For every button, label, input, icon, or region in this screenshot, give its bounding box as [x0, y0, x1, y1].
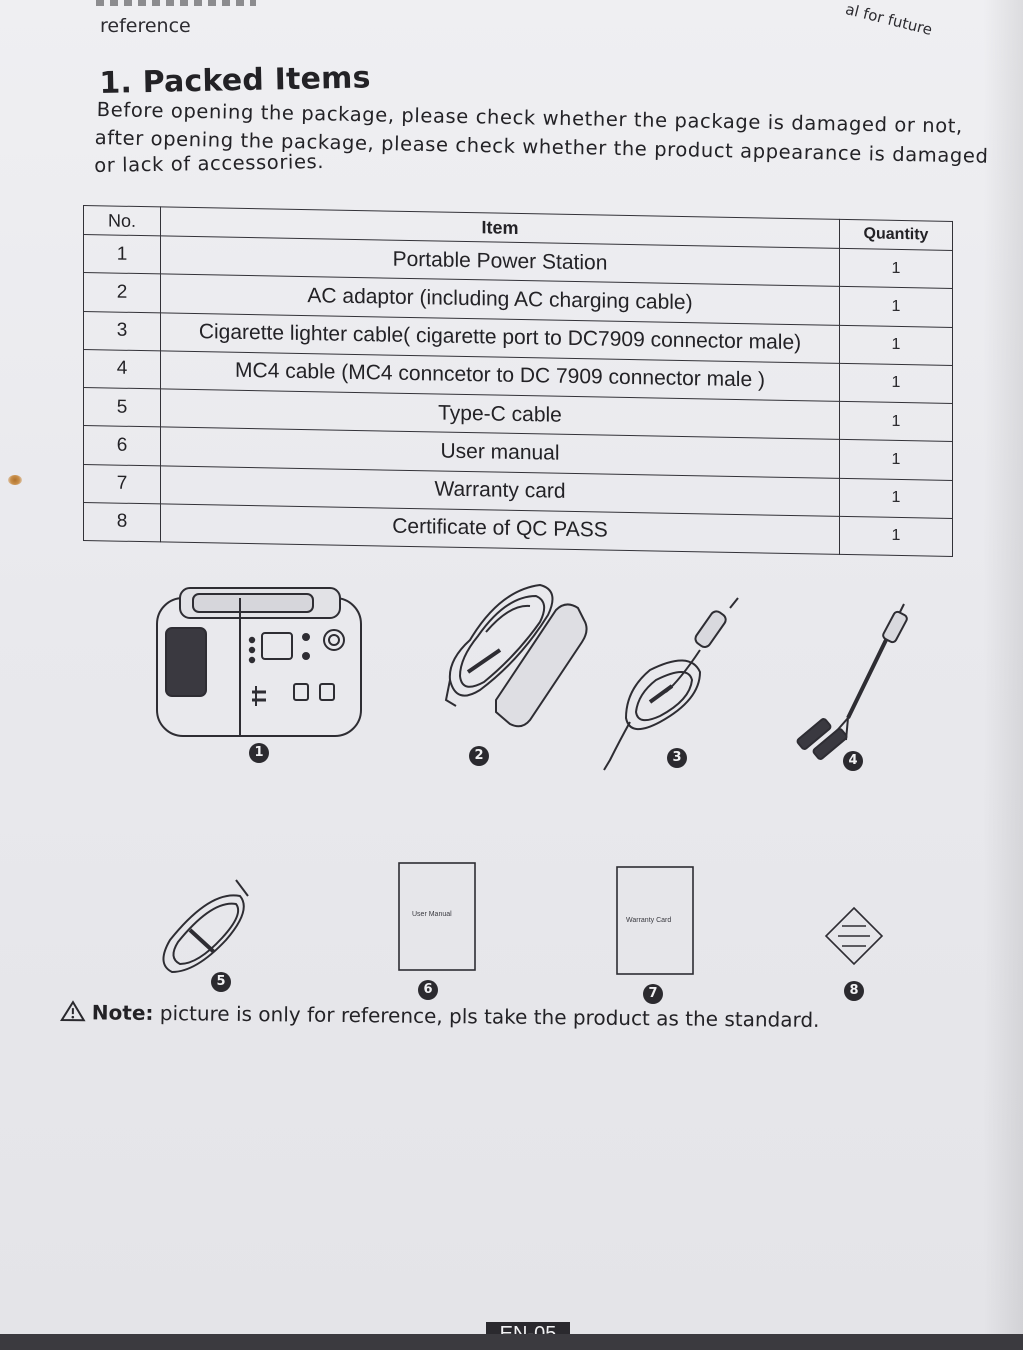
page-stain — [8, 475, 22, 485]
power-station-icon — [156, 587, 362, 737]
header-quantity: Quantity — [839, 219, 953, 251]
row-quantity: 1 — [839, 477, 953, 519]
figure-badge-6: 6 — [418, 980, 438, 1000]
cigarette-cable-icon — [603, 597, 739, 771]
figure-badge-3: 3 — [667, 748, 687, 768]
intro-line-3: or lack of accessories. — [94, 149, 325, 177]
type-c-cable-icon — [162, 879, 249, 974]
header-reference: reference — [100, 15, 191, 37]
corner-text: al for future — [843, 0, 935, 39]
row-no: 8 — [83, 502, 161, 542]
figure-badge-5: 5 — [211, 972, 231, 992]
row-quantity: 1 — [839, 286, 953, 327]
row-no: 2 — [83, 272, 161, 313]
row-no: 4 — [83, 349, 161, 389]
page-bottom-edge — [0, 1334, 1023, 1350]
row-quantity: 1 — [839, 516, 953, 557]
row-no: 5 — [83, 387, 161, 428]
warranty-card-label: Warranty Card — [626, 917, 672, 924]
note: Note: picture is only for reference, pls… — [59, 1000, 820, 1035]
user-manual-label: User Manual — [412, 911, 452, 918]
figure-badge-1: 1 — [249, 743, 269, 763]
section-title: 1. Packed Items — [99, 60, 371, 101]
note-text: picture is only for reference, pls take … — [153, 1000, 820, 1032]
top-cut-edge — [96, 0, 256, 6]
row-no: 6 — [83, 425, 161, 466]
row-no: 3 — [83, 311, 161, 351]
row-no: 1 — [83, 234, 161, 275]
row-quantity: 1 — [839, 248, 953, 289]
warning-icon — [59, 1000, 86, 1027]
packed-items-table: No. Item Quantity 1 Portable Power Stati… — [83, 205, 953, 557]
header-no: No. — [83, 205, 161, 236]
row-no: 7 — [83, 464, 161, 504]
figure-badge-4: 4 — [843, 751, 863, 771]
row-quantity: 1 — [839, 324, 953, 366]
packed-items-table-wrap: No. Item Quantity 1 Portable Power Stati… — [83, 205, 953, 557]
qc-certificate-icon — [824, 906, 884, 966]
figure-badge-7: 7 — [643, 984, 663, 1004]
figure-badge-8: 8 — [844, 981, 864, 1001]
row-quantity: 1 — [839, 439, 953, 480]
row-quantity: 1 — [839, 401, 953, 442]
note-label: Note: — [91, 1000, 154, 1025]
ac-adaptor-icon — [444, 583, 588, 728]
row-quantity: 1 — [839, 363, 953, 404]
page-shadow — [983, 0, 1023, 1350]
figure-badge-2: 2 — [469, 746, 489, 766]
mc4-cable-icon — [796, 603, 908, 760]
